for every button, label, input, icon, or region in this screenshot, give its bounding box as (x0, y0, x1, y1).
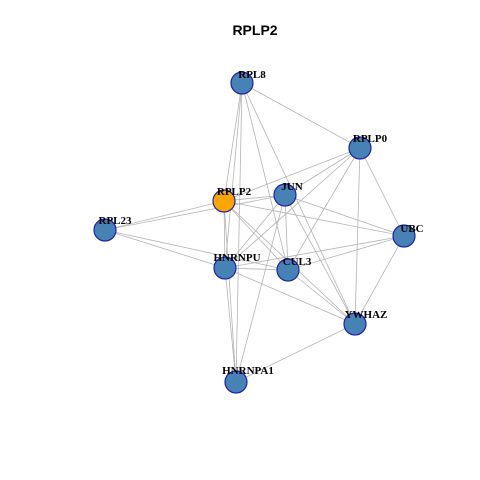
graph-title: RPLP2 (232, 22, 277, 38)
edge-jun-ywhaz (284, 194, 356, 325)
node-label-ubc: UBC (400, 223, 423, 235)
node-ubc (392, 224, 416, 248)
edge-cul3-ywhaz (287, 269, 356, 325)
edge-ubc-ywhaz (354, 235, 405, 325)
node-label-rplp0: RPLP0 (353, 133, 388, 145)
edge-ubc-cul3 (287, 235, 405, 271)
edge-layer (104, 82, 405, 383)
node-rpl8 (230, 71, 254, 95)
edge-hnrnpu-hnrnpa1 (224, 267, 237, 383)
node-hnrnpa1 (224, 370, 248, 394)
edge-jun-ubc (284, 194, 405, 237)
edge-jun-rpl23 (104, 194, 286, 231)
node-label-rpl23: RPL23 (99, 215, 133, 227)
edge-rplp2-hnrnpa1 (223, 200, 237, 383)
edge-rplp0-rplp2 (223, 147, 361, 202)
edge-rpl8-rplp2 (223, 82, 243, 202)
node-jun (273, 183, 297, 207)
edge-rpl8-ywhaz (241, 82, 356, 325)
node-hnrnpu (213, 256, 237, 280)
node-label-jun: JUN (281, 181, 302, 193)
node-label-rplp2: RPLP2 (217, 186, 252, 198)
edge-hnrnpu-ywhaz (224, 267, 356, 325)
edge-rplp2-rpl23 (104, 200, 225, 231)
node-ywhaz (343, 312, 367, 336)
edge-jun-hnrnpa1 (235, 194, 286, 383)
node-label-cul3: CUL3 (283, 256, 312, 268)
edge-rpl8-rplp0 (241, 82, 361, 149)
edge-rplp0-ywhaz (354, 147, 361, 325)
edge-rplp2-ubc (223, 200, 405, 237)
edge-rpl23-cul3 (104, 229, 289, 271)
edge-rplp0-jun (284, 147, 361, 196)
node-label-ywhaz: YWHAZ (345, 309, 388, 321)
edge-rpl23-hnrnpu (104, 229, 226, 269)
edge-ubc-hnrnpu (224, 235, 405, 269)
node-label-rpl8: RPL8 (238, 69, 266, 81)
edge-rpl8-hnrnpa1 (235, 82, 243, 383)
node-rplp0 (348, 136, 372, 160)
node-rpl23 (93, 218, 117, 242)
edge-rpl8-cul3 (241, 82, 289, 271)
edge-rplp0-cul3 (287, 147, 361, 271)
node-rplp2 (212, 189, 236, 213)
edge-jun-cul3 (284, 194, 289, 271)
node-cul3 (276, 258, 300, 282)
edge-ywhaz-hnrnpa1 (235, 323, 356, 383)
edge-rpl8-hnrnpu (224, 82, 243, 269)
node-label-hnrnpu: HNRNPU (213, 252, 260, 264)
edge-jun-hnrnpu (224, 194, 286, 269)
edge-rplp0-ubc (359, 147, 405, 237)
node-label-hnrnpa1: HNRNPA1 (222, 365, 274, 377)
